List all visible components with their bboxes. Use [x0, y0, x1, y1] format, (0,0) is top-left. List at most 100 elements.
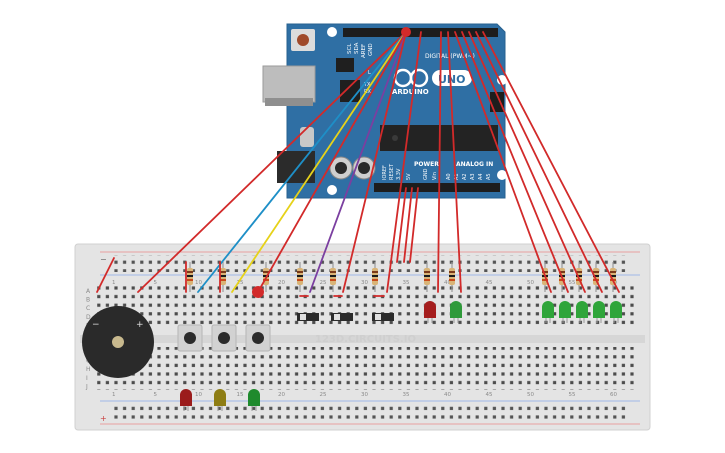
resistor[interactable]	[449, 262, 455, 292]
column-number: 1	[112, 280, 116, 286]
pushbutton-2[interactable]	[211, 324, 237, 352]
column-number: 50	[527, 392, 534, 398]
jumper-wire[interactable]	[403, 187, 413, 263]
top-rail-holes	[110, 255, 630, 272]
jumper-wire[interactable]	[342, 31, 407, 293]
resistor[interactable]	[220, 262, 226, 292]
wire-junction-top	[401, 27, 411, 37]
jumper-wire[interactable]	[437, 31, 442, 293]
column-number: 35	[403, 392, 410, 398]
pin-label-vin: Vin	[432, 172, 438, 180]
column-number: 25	[320, 280, 327, 286]
led-right[interactable]	[610, 301, 622, 323]
jumper-wire[interactable]	[461, 31, 569, 293]
column-number: 30	[361, 280, 368, 286]
switch-2[interactable]	[331, 313, 353, 321]
rail-minus-label-top: −	[100, 255, 107, 264]
column-number: 45	[486, 280, 493, 286]
led-right[interactable]	[576, 301, 588, 323]
jumper-wire[interactable]	[454, 31, 552, 293]
row-letter: H	[86, 366, 91, 373]
breadboard-watermark: 123D.CIRCUITS.IO	[315, 334, 416, 345]
pin-label-scl: SCL	[347, 43, 353, 54]
bottom-rail-holes	[110, 404, 630, 421]
switch-1[interactable]	[297, 313, 319, 321]
bottom-terminal-holes	[95, 347, 635, 390]
pin-label-3v3: 3.3V	[396, 168, 402, 180]
column-number: 30	[361, 392, 368, 398]
column-number: 50	[527, 280, 534, 286]
resistor[interactable]	[424, 262, 430, 292]
pin-label-a5: A5	[486, 173, 492, 180]
jumper-wire[interactable]	[482, 31, 620, 293]
arduino-logo	[393, 68, 472, 88]
led-right[interactable]	[542, 301, 554, 323]
jumper-wire[interactable]	[96, 257, 115, 293]
column-number: 25	[320, 392, 327, 398]
column-number: 55	[569, 280, 576, 286]
jumper-wire[interactable]	[475, 31, 603, 293]
column-number: 45	[486, 392, 493, 398]
jumper-wire[interactable]	[386, 31, 422, 293]
row-letter: I	[86, 375, 88, 382]
row-letter: D	[86, 314, 91, 321]
column-number: 20	[278, 392, 285, 398]
center-channel	[80, 335, 645, 343]
pin-label-ioref: IOREF	[382, 165, 388, 180]
pin-label-sda: SDA	[354, 42, 360, 54]
jumper-wire[interactable]	[137, 31, 407, 293]
pushbutton-1[interactable]	[177, 324, 203, 352]
wire-group	[96, 31, 620, 297]
column-number: 10	[195, 280, 202, 286]
led-right[interactable]	[593, 301, 605, 323]
usb-chip	[340, 80, 360, 102]
power-label: POWER	[414, 161, 439, 168]
row-letter: B	[86, 297, 90, 304]
pin-label-gnd: GND	[368, 43, 374, 56]
jumper-wire[interactable]	[309, 31, 407, 293]
pin-label-a4: A4	[478, 173, 484, 180]
analog-in-label: ANALOG IN	[456, 161, 493, 168]
column-number: 40	[444, 392, 451, 398]
pushbutton-3[interactable]	[245, 324, 271, 352]
led-bottom[interactable]	[180, 389, 192, 411]
column-number: 15	[237, 280, 244, 286]
jumper-wire[interactable]	[447, 31, 462, 293]
switch-3[interactable]	[372, 313, 394, 321]
jumper-wire[interactable]	[197, 31, 407, 293]
jumper-wire[interactable]	[409, 187, 419, 263]
column-number: 5	[154, 280, 158, 286]
column-number: 55	[569, 392, 576, 398]
pin-label-gnd2: GND	[423, 168, 429, 180]
svg-text:+: +	[136, 320, 144, 330]
column-number: 20	[278, 280, 285, 286]
led-right[interactable]	[559, 301, 571, 323]
arduino-uno-board[interactable]: ARDUINO UNO DIGITAL (PWM~) POWER ANALOG …	[262, 23, 507, 199]
column-number: 5	[154, 392, 158, 398]
usb-port	[262, 65, 316, 103]
jumper-wire[interactable]	[468, 31, 586, 293]
jumper-wire[interactable]	[396, 187, 407, 263]
board-brand: ARDUINO	[392, 88, 429, 96]
power-jack	[277, 151, 315, 183]
power-analog-header	[374, 183, 500, 192]
board-model: UNO	[438, 73, 466, 86]
led-middle[interactable]	[450, 301, 462, 323]
pin-label-aref: AREF	[361, 44, 367, 58]
jumper-wire[interactable]	[231, 31, 407, 293]
jumper-wire[interactable]	[257, 31, 407, 293]
led-bottom[interactable]	[248, 389, 260, 411]
resistor[interactable]	[330, 262, 336, 292]
column-number: 10	[195, 392, 202, 398]
led-middle[interactable]	[424, 301, 436, 323]
led-bottom[interactable]	[214, 389, 226, 411]
breadboard[interactable]: − + ABCDE FGHIJ 151015202530354045505560…	[74, 243, 651, 431]
pin-label-l: L	[368, 70, 371, 76]
wire-junction-breadboard	[252, 286, 264, 298]
piezo-buzzer[interactable]: − +	[82, 306, 154, 378]
resistor[interactable]	[297, 262, 303, 292]
resistor[interactable]	[372, 262, 378, 292]
row-letter: J	[85, 383, 88, 390]
resistor[interactable]	[187, 262, 193, 292]
